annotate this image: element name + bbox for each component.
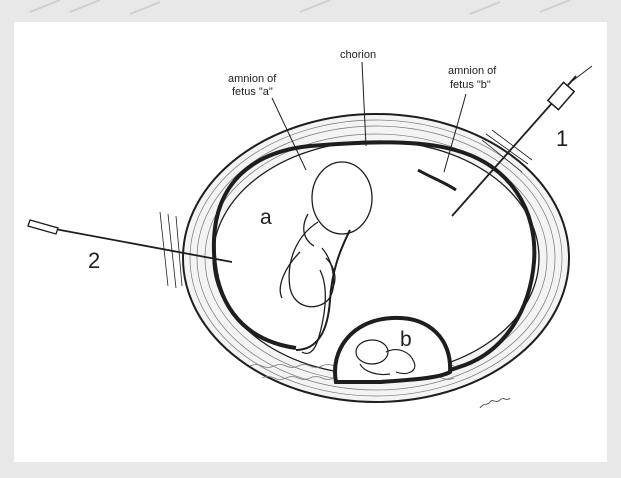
label-amnion-b-line1: amnion of [448,65,497,77]
label-fetus-a: a [260,206,272,229]
label-amnion-b-line2: fetus "b" [450,79,491,91]
label-needle-1: 1 [556,126,568,151]
label-fetus-b: b [400,328,412,351]
label-needle-2: 2 [88,248,100,273]
label-amnion-a-line2: fetus "a" [232,86,273,98]
label-amnion-a-line1: amnion of [228,73,277,85]
label-chorion: chorion [340,49,376,61]
